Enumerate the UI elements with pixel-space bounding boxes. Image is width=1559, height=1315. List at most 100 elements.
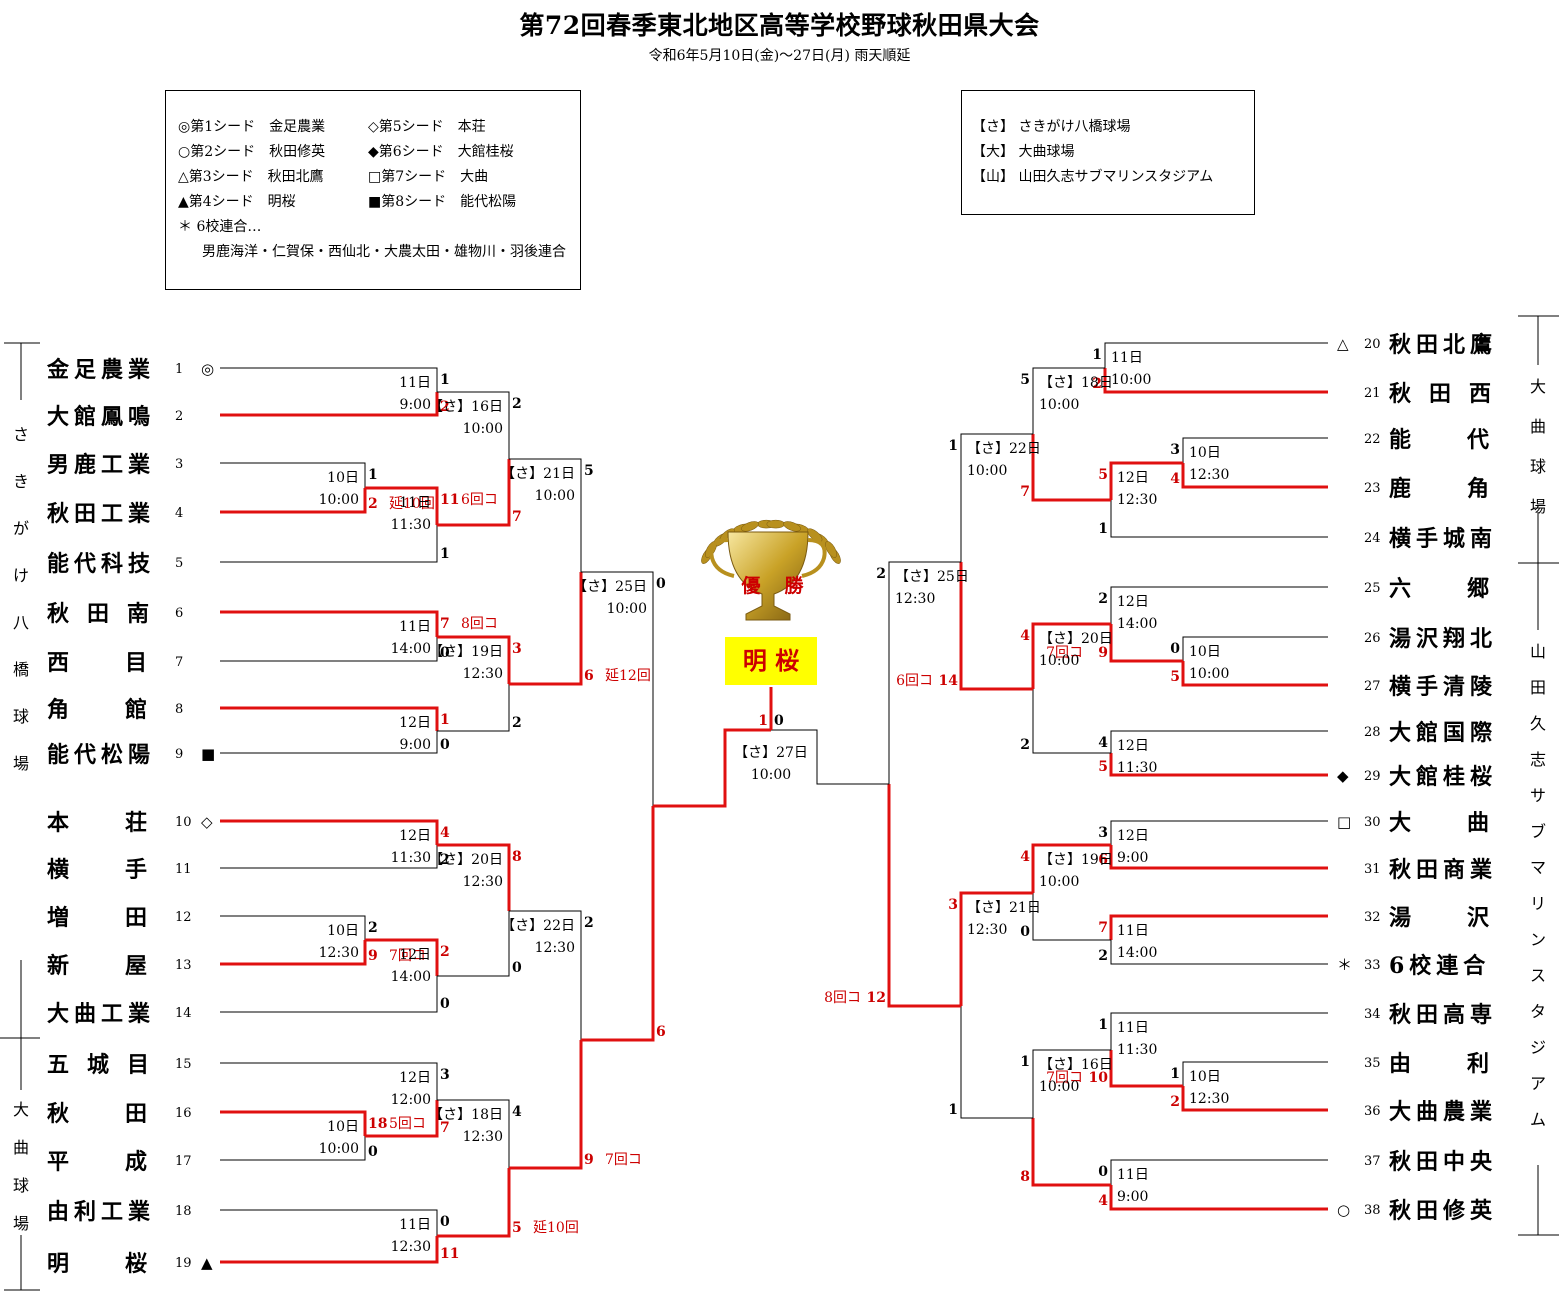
team-number: 37 [1364, 1154, 1381, 1169]
venue-side-label: 田 [1530, 678, 1546, 697]
team-number: 28 [1364, 725, 1381, 740]
seed-legend-row: ▲第4シード 明桜■第8シード 能代松陽 [178, 190, 580, 215]
match-date: 11日 [1111, 350, 1143, 366]
team-name: 角館 [47, 697, 203, 723]
team-number: 34 [1364, 1007, 1381, 1022]
match-date: 【さ】25日 [895, 569, 969, 585]
score: 1 [440, 712, 450, 728]
match-time: 10:00 [319, 1141, 359, 1157]
bracket-line [437, 843, 511, 911]
match-date: 12日 [399, 1070, 431, 1086]
team-name: 六郷 [1389, 576, 1545, 602]
team-number: 25 [1364, 581, 1381, 596]
team-name: 秋田西 [1389, 381, 1509, 407]
match-date: 【さ】16日 [429, 399, 503, 415]
score: 0 [440, 996, 450, 1012]
team-number: 2 [175, 409, 183, 424]
match-date: 12日 [1117, 594, 1149, 610]
bracket-line [220, 1136, 366, 1161]
match-date: 【さ】16日 [1039, 1057, 1113, 1073]
team-number: 38 [1364, 1203, 1381, 1218]
team-name: 能代 [1389, 427, 1545, 453]
bracket-line [960, 433, 1033, 562]
match-date: 10日 [327, 923, 359, 939]
team-name: 大曲農業 [1389, 1099, 1497, 1125]
bracket-line [1181, 463, 1328, 489]
team-number: 23 [1364, 481, 1381, 496]
score: 1 [948, 438, 958, 454]
match-date: 11日 [399, 375, 431, 391]
team-number: 4 [175, 506, 183, 521]
team-name: 横手 [47, 857, 203, 883]
team-number: 33 [1364, 958, 1381, 973]
team-name: 秋田高専 [1389, 1002, 1497, 1028]
score: 0 [440, 737, 450, 753]
venue-legend-entry: 【さ】 さきがけ八橋球場 [972, 119, 1131, 135]
score: 7 [512, 509, 522, 525]
venue-side-label: ブ [1530, 822, 1546, 841]
seed-legend-row: △第3シード 秋田北鷹□第7シード 大曲 [178, 165, 580, 190]
venue-legend-entry: 【山】 山田久志サブマリンスタジアム [972, 169, 1214, 185]
bracket-line [509, 1040, 583, 1170]
venue-side-label: 球 [13, 707, 29, 726]
match-note: 6回コ [896, 673, 933, 689]
team-number: 36 [1364, 1104, 1381, 1119]
venue-side-label: 山 [1530, 642, 1546, 661]
bracket-line [1109, 1185, 1328, 1211]
score: 7 [440, 1120, 450, 1136]
venue-side-label: 大 [13, 1100, 29, 1119]
team-name: 由利 [1389, 1051, 1545, 1077]
match-time: 12:30 [319, 945, 359, 961]
team-name: 大館鳳鳴 [47, 404, 155, 430]
bracket-line [1032, 367, 1105, 434]
bracket-line [437, 635, 511, 684]
bracket-line [509, 572, 583, 686]
score: 4 [440, 825, 450, 841]
page-subtitle: 令和6年5月10日(金)〜27日(月) 雨天順延 [648, 48, 911, 64]
team-number: 31 [1364, 862, 1381, 877]
match-time: 9:00 [400, 397, 431, 413]
score: 9 [368, 948, 378, 964]
seed-legend-row: ◎第1シード 金足農業◇第5シード 本荘 [178, 115, 580, 140]
team-name: 西目 [47, 650, 203, 676]
score: 4 [1020, 628, 1030, 644]
champion-box [725, 637, 817, 685]
seed-legend-entry: ○第2シード 秋田修英 [178, 144, 326, 160]
match-date: 10日 [1189, 644, 1221, 660]
venue-side-label: 曲 [13, 1138, 29, 1157]
team-name: 秋田中央 [1389, 1149, 1497, 1175]
team-number: 30 [1364, 815, 1381, 830]
team-name: 鹿角 [1389, 476, 1545, 502]
match-note: 延10回 [533, 1220, 579, 1236]
venue-side-label: が [13, 519, 29, 538]
match-date: 12日 [399, 947, 431, 963]
bracket-line [1109, 914, 1328, 940]
bracket-line [581, 806, 655, 1042]
venue-side-label: 久 [1530, 714, 1546, 733]
score: 2 [440, 852, 450, 868]
bracket-line [1181, 661, 1328, 687]
match-date: 【さ】21日 [967, 900, 1041, 916]
seed-legend-entry: ◆第6シード 大館桂桜 [368, 144, 514, 160]
bracket-line [1110, 1159, 1328, 1185]
bracket-line [1110, 820, 1328, 845]
venue-side-label: サ [1530, 786, 1546, 805]
team-number: 15 [175, 1057, 192, 1072]
bracket-line [220, 940, 367, 966]
match-date: 【さ】25日 [573, 579, 647, 595]
score: 1 [1170, 1066, 1180, 1082]
venue-side-label: ン [1530, 930, 1546, 949]
bracket-line [1182, 437, 1328, 463]
seed-icon: ＊ [1337, 956, 1352, 974]
bracket-line [220, 637, 438, 662]
bracket-line [1109, 624, 1183, 663]
bracket-line [220, 367, 438, 392]
match-time: 14:00 [391, 969, 431, 985]
team-number: 13 [175, 958, 192, 973]
score: 3 [948, 897, 958, 913]
bracket-line [1032, 893, 1111, 941]
bracket-line [1031, 843, 1111, 893]
match-date: 【さ】22日 [967, 441, 1041, 457]
bracket-line [1109, 461, 1183, 500]
